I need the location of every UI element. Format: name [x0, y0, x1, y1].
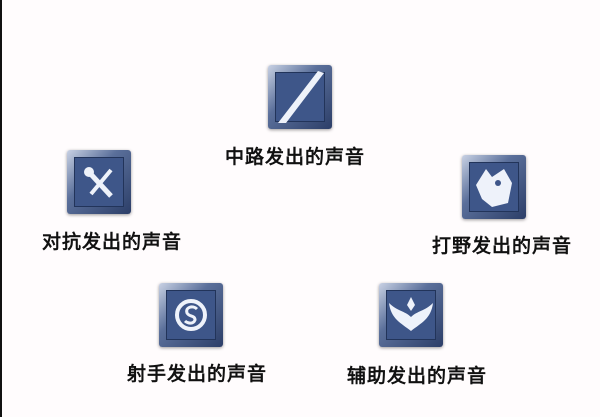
role-label: 打野发出的声音	[431, 235, 572, 257]
sword-slash-icon	[268, 65, 332, 129]
wolf-head-icon	[462, 155, 526, 219]
role-label: 对抗发出的声音	[41, 231, 182, 253]
wings-icon	[379, 283, 443, 347]
role-label: 中路发出的声音	[224, 146, 365, 168]
crossed-blades-icon	[67, 150, 131, 214]
s-emblem-icon	[159, 283, 223, 347]
role-label: 射手发出的声音	[126, 363, 267, 385]
role-label: 辅助发出的声音	[346, 365, 487, 387]
